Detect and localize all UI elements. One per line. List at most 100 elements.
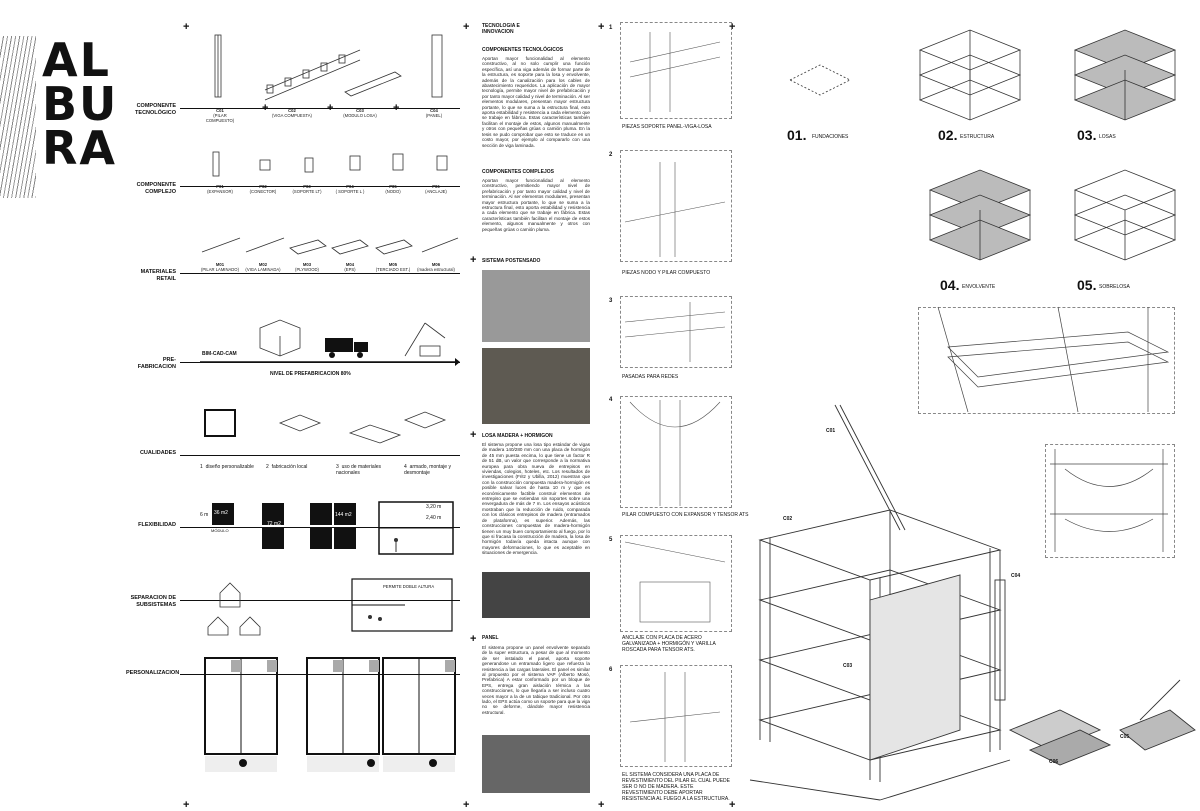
row-label-subsystems: SEPARACION DE SUBSISTEMAS <box>130 595 176 608</box>
step-detail-sketches <box>624 32 726 762</box>
section-drawing <box>378 501 454 555</box>
step-num: 5 <box>609 537 613 543</box>
tech-code: C02(VIGA COMPUESTA) <box>272 108 312 118</box>
s1-text: Aportan mayor funcionalidad al elemento … <box>482 56 590 148</box>
complex-code: P05(NODO) <box>385 184 401 194</box>
prefab-drawing <box>200 319 460 366</box>
qualities-drawing <box>204 409 447 444</box>
quality-4: 4 armado, montaje y desmontaje <box>404 464 451 476</box>
module-2b <box>262 527 284 549</box>
divider <box>180 108 460 109</box>
divider <box>180 600 460 601</box>
step-text: EL SISTEMA CONSIDERA UNA PLACA DE REVEST… <box>622 772 730 802</box>
complex-code: P01(EXPANSOR) <box>207 184 233 194</box>
step-panel-4 <box>620 396 732 508</box>
plus-mark: + <box>463 799 470 811</box>
step-num: 1 <box>609 25 613 31</box>
main-building-axonometric <box>749 404 1196 801</box>
callout-c06: C06 <box>1049 759 1059 765</box>
module-1 <box>212 503 234 525</box>
step-panel-5 <box>620 535 732 632</box>
callout-c03: C03 <box>843 663 853 669</box>
complex-code: P03(SOPORTE LT) <box>292 184 322 194</box>
plus-mark: + <box>598 799 605 811</box>
module-3-area: 144 m2 <box>335 512 352 518</box>
retail-code: M04(EPS) <box>344 262 356 272</box>
module-2-area: 72 m2 <box>267 521 281 527</box>
step-num: 4 <box>609 397 613 403</box>
plus-mark: + <box>183 21 190 33</box>
section-detail-panel <box>1045 444 1175 558</box>
step-text: PILAR COMPUESTO CON EXPANSOR Y TENSOR AT… <box>622 512 749 518</box>
s5-title: PANEL <box>482 635 499 641</box>
callout-c01: C01 <box>826 428 836 434</box>
module-3 <box>334 503 356 525</box>
s2-title: COMPONENTES COMPLEJOS <box>482 169 554 175</box>
prefab-software: BIM-CAD-CAM <box>202 351 237 357</box>
plus-mark: + <box>393 102 400 114</box>
plus-mark: + <box>262 102 269 114</box>
stage-num: 03. <box>1077 127 1097 143</box>
callout-c02: C02 <box>783 516 793 522</box>
module-3 <box>310 527 332 549</box>
stage-text: ESTRUCTURA <box>960 134 995 140</box>
module-2a <box>262 503 284 525</box>
complex-code: P06(ANCLAJE) <box>425 184 447 194</box>
s3-title: SISTEMA POSTENSADO <box>482 258 541 264</box>
row-label-tech: COMPONENTE TECNOLÓGICO <box>135 103 176 116</box>
divider <box>180 186 460 187</box>
wood-texture <box>0 36 36 198</box>
stage-text: SOBRELOSA <box>1099 284 1130 290</box>
row-label-qualities: CUALIDADES <box>139 450 176 456</box>
stage-text: FUNDACIONES <box>812 134 849 140</box>
stage-text: LOSAS <box>1099 134 1116 140</box>
s2-text: Aportan mayor funcionalidad al elemento … <box>482 178 590 232</box>
complex-code: P02(CONECTOR) <box>249 184 277 194</box>
step-num: 3 <box>609 298 613 304</box>
photo-slab <box>482 572 590 618</box>
quality-1: 1 diseño personalizable <box>200 464 254 470</box>
slab-detail-panel <box>918 307 1175 414</box>
step-panel-1 <box>620 22 732 119</box>
photo-assembly <box>482 348 590 424</box>
slab-detail-sketch <box>937 306 1170 413</box>
plus-mark: + <box>463 21 470 33</box>
tech-code: C01(PILAR COMPUESTO) <box>205 108 235 123</box>
photo-panel <box>482 735 590 793</box>
row-label-prefab: PRE-FABRICACION <box>137 357 176 370</box>
plus-mark: + <box>470 254 477 266</box>
retail-materials-drawing <box>201 237 459 255</box>
plus-mark: + <box>327 102 334 114</box>
complex-code: P04( SOPORTE L ) <box>335 184 365 194</box>
step-panel-6 <box>620 665 732 767</box>
logo: AL BU RA <box>0 18 120 198</box>
step-panel-3 <box>620 296 732 368</box>
row-label-complex: COMPONENTE COMPLEJO <box>136 182 176 195</box>
retail-code: M01(PILAR LAMINADO) <box>201 262 239 272</box>
logo-text: AL BU RA <box>42 33 119 175</box>
step-text: PIEZAS NODO Y PILAR COMPUESTO <box>622 270 711 276</box>
personalization-plans <box>204 657 456 772</box>
retail-code: M03(PLYWOOD) <box>295 262 319 272</box>
plus-mark: + <box>598 21 605 33</box>
callout-c04: C04 <box>1011 573 1021 579</box>
module-dim: 6 m <box>200 512 209 518</box>
step-num: 2 <box>609 152 613 158</box>
divider <box>180 273 460 274</box>
quality-3: 3 uso de materiales nacionales <box>336 464 382 476</box>
plus-mark: + <box>470 633 477 645</box>
subsystems-drawing <box>207 578 453 636</box>
s5-text: El sistema propone un panel envolvente s… <box>482 645 590 715</box>
section-detail-sketch <box>1050 449 1168 552</box>
retail-code: M02(VIGA LAMINADA) <box>245 262 281 272</box>
retail-code: M06(madera estructural) <box>417 262 455 272</box>
step-num: 6 <box>609 667 613 673</box>
retail-code: M05(TERCIADO EST.) <box>375 262 411 272</box>
step-panel-2 <box>620 150 732 262</box>
height-1: 3,20 m <box>426 504 442 510</box>
row-label-retail: MATERIALES RETAIL <box>140 269 176 282</box>
s1-title: COMPONENTES TECNOLÓGICOS <box>482 47 564 53</box>
s4-title: LOSA MADERA + HORMIGON <box>482 433 553 439</box>
step-text: ANCLAJE CON PLACA DE ACERO GALVANIZADA +… <box>622 635 716 653</box>
complex-components-drawing <box>212 151 448 177</box>
